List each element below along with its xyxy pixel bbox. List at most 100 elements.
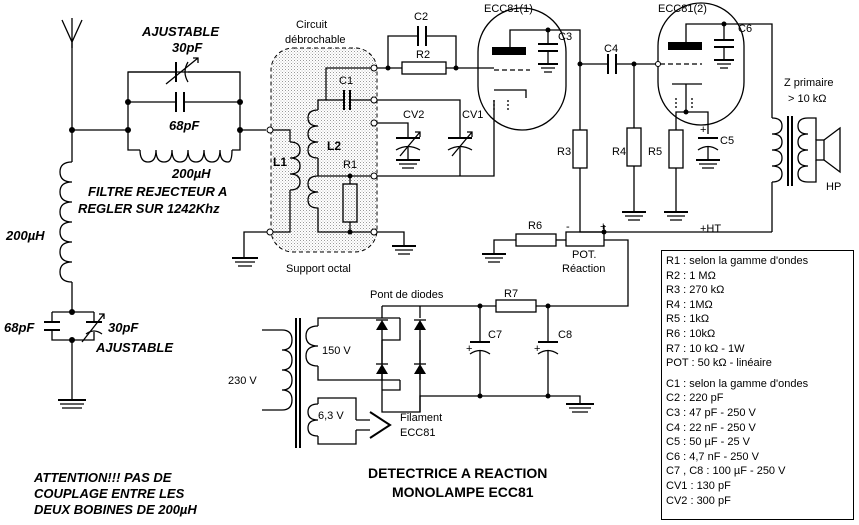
- legend-item: C2 : 220 pF: [666, 392, 724, 405]
- coil-l2: [307, 67, 371, 233]
- grid-leak-r2-c2: [377, 26, 494, 75]
- pot-minus: -: [566, 221, 570, 233]
- pot-label-line2: Réaction: [562, 263, 605, 275]
- ground-wire: [377, 231, 405, 246]
- legend-item: C7 , C8 : 100 µF - 250 V: [666, 465, 786, 478]
- trap-30pf-label: 30pF: [108, 320, 139, 335]
- trap-68pf-label: 68pF: [4, 320, 35, 335]
- cathode-return-wire: [377, 100, 495, 177]
- series-trap-coil: [59, 130, 73, 312]
- power-transformer: [262, 317, 400, 448]
- pin: [266, 126, 274, 134]
- v150-label: 150 V: [322, 345, 351, 357]
- r1-label: R1: [343, 159, 357, 171]
- anode2-wire: [685, 23, 773, 118]
- diode-bridge: [376, 305, 426, 413]
- c8-label: C8: [558, 329, 572, 341]
- trap-200uh-label: 200µH: [5, 228, 45, 243]
- c1-label: C1: [339, 75, 353, 87]
- title-line2: MONOLAMPE ECC81: [392, 484, 534, 500]
- variable-capacitor-cv1: [377, 99, 473, 176]
- legend-item: R6 : 10kΩ: [666, 327, 716, 340]
- l1-label: L1: [273, 155, 287, 169]
- r4-label: R4: [612, 146, 626, 158]
- filament-label-line2: ECC81: [400, 427, 435, 439]
- pin: [370, 96, 378, 104]
- pot-label-line1: POT.: [572, 249, 596, 261]
- rejector-filter: [125, 57, 243, 163]
- c7-label: C7: [488, 329, 502, 341]
- legend-item: R2 : 1 MΩ: [666, 269, 716, 282]
- legend-item: C5 : 50 µF - 25 V: [666, 436, 750, 449]
- legend-item: R3 : 270 kΩ: [666, 284, 725, 297]
- tube1-label: ECC81(1): [484, 3, 533, 15]
- l1-ground-wire: [243, 231, 267, 258]
- capacitor-c4: [580, 54, 658, 74]
- cv2-label: CV2: [403, 109, 424, 121]
- pin: [370, 172, 378, 180]
- tube-ecc81-1: [477, 7, 567, 131]
- reaction-network: [482, 229, 629, 300]
- output-transformer: [771, 116, 817, 232]
- r6-label: R6: [528, 220, 542, 232]
- l2-label: L2: [327, 139, 341, 153]
- tube2-label: ECC81(2): [658, 3, 707, 15]
- tube-ecc81-2: [655, 2, 745, 126]
- filter-30pf-label: 30pF: [172, 40, 203, 55]
- capacitor-c1: [326, 90, 371, 110]
- trap-capacitors: [44, 311, 105, 400]
- resistor-r1: [342, 173, 358, 235]
- r3-label: R3: [557, 146, 571, 158]
- legend-item: CV2 : 300 pF: [666, 494, 731, 507]
- coil-l1: [273, 129, 301, 233]
- v230-label: 230 V: [228, 375, 257, 387]
- filter-title-line1: FILTRE REJECTEUR A: [88, 184, 227, 199]
- circuit-label-line1: Circuit: [296, 19, 327, 31]
- anode1-wire: [509, 29, 581, 64]
- r7-label: R7: [504, 288, 518, 300]
- pin: [370, 64, 378, 72]
- capacitor-c3: [538, 27, 558, 73]
- support-octal-label: Support octal: [286, 263, 351, 275]
- legend-item: R7 : 10 kΩ - 1W: [666, 342, 745, 355]
- pin: [370, 119, 378, 127]
- circuit-label-line2: débrochable: [285, 34, 346, 46]
- c5-plus: +: [700, 124, 706, 136]
- filter-adjustable-label: AJUSTABLE: [141, 24, 219, 39]
- legend-item: R5 : 1kΩ: [666, 313, 710, 326]
- cv1-label: CV1: [462, 109, 483, 121]
- filter-200uh-label: 200µH: [171, 166, 211, 181]
- legend-item: C6 : 4,7 nF - 250 V: [666, 450, 759, 463]
- c7-plus: +: [466, 343, 472, 355]
- variable-capacitor-cv2: [377, 122, 421, 169]
- filament-arrow-icon: [356, 411, 392, 439]
- ht-label: +HT: [700, 223, 721, 235]
- legend-item: POT : 50 kΩ - linéaire: [666, 357, 772, 370]
- c3-label: C3: [558, 31, 572, 43]
- ground-icon: [392, 245, 416, 255]
- ground-icon: [58, 399, 86, 409]
- z-primaire-label: Z primaire: [784, 77, 834, 89]
- c4-label: C4: [604, 43, 618, 55]
- legend-item: R4 : 1MΩ: [666, 298, 713, 311]
- resistor-r3: [572, 64, 605, 233]
- warning-line1: ATTENTION!!! PAS DE: [33, 470, 172, 485]
- resistor-r4: [622, 61, 646, 221]
- c6-label: C6: [738, 23, 752, 35]
- legend-item: R1 : selon la gamme d'ondes: [666, 255, 809, 267]
- filter-68pf-label: 68pF: [169, 118, 200, 133]
- c5-label: C5: [720, 135, 734, 147]
- plugin-coil-module: [270, 47, 378, 253]
- c2-label: C2: [414, 11, 428, 23]
- capacitor-c6: [714, 21, 734, 69]
- legend-item: C1 : selon la gamme d'ondes: [666, 377, 809, 390]
- speaker-icon: [815, 126, 841, 174]
- warning-line3: DEUX BOBINES DE 200µH: [34, 502, 197, 517]
- component-legend: R1 : selon la gamme d'ondes R2 : 1 MΩ R3…: [661, 250, 854, 520]
- filament-label-line1: Filament: [400, 412, 442, 424]
- r2-label: R2: [416, 49, 430, 61]
- v63-label: 6,3 V: [318, 410, 344, 422]
- pin: [266, 228, 274, 236]
